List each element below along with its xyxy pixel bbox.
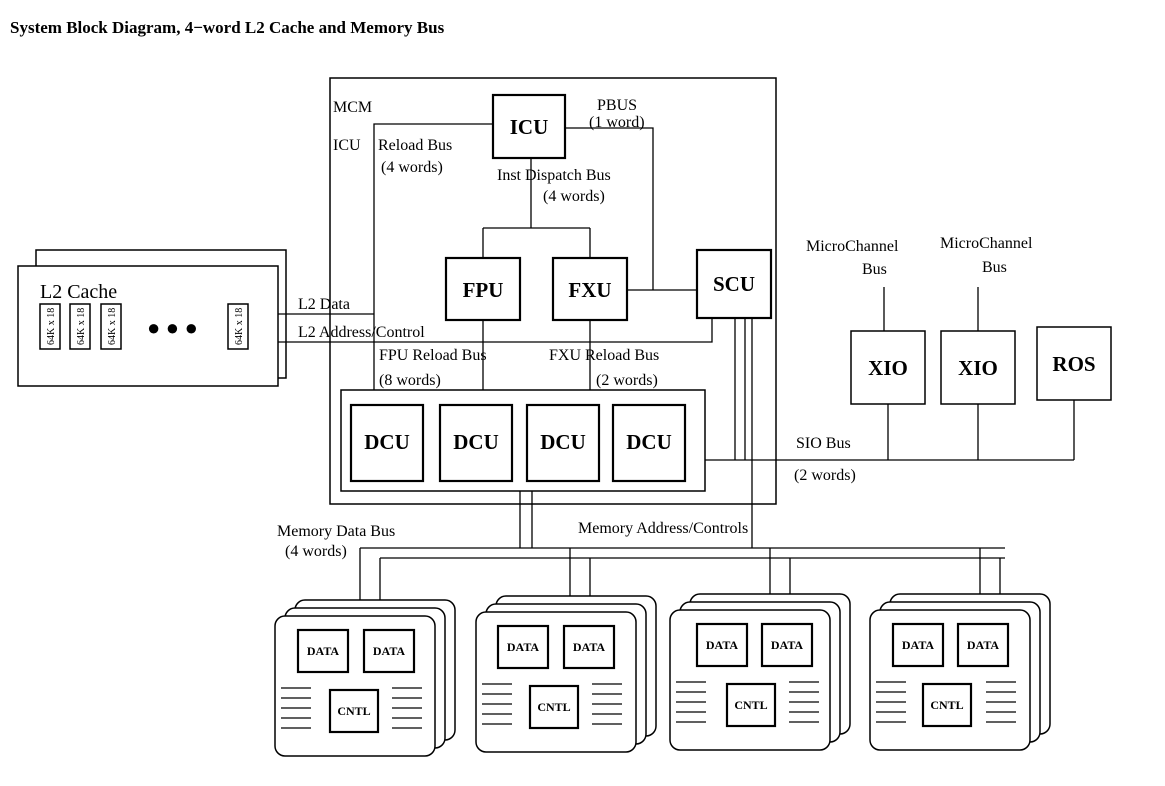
icu-label: ICU: [510, 115, 549, 139]
memory-card-1-data-b-label: DATA: [373, 644, 406, 658]
scu-unit: [695, 248, 773, 320]
icu-reload-label: Reload Bus: [378, 137, 452, 154]
dcu-memory-drops: [519, 491, 533, 548]
dcu-unit-2: [438, 403, 514, 483]
l2-chip-1: 64K x 18: [39, 303, 61, 350]
l2-chip-4: 64K x 18: [227, 303, 249, 350]
memory-card-3: DATA DATA CNTL: [669, 593, 851, 751]
l2-chip-label-1: 64K x 18: [46, 308, 57, 345]
memory-card-3-data-b: [760, 622, 814, 668]
memory-card-2-data-a-label: DATA: [507, 640, 540, 654]
microchannel-label-1: MicroChannel: [806, 238, 899, 255]
microchannel-bus-label-1: Bus: [862, 261, 887, 278]
memory-card-1-cntl: [328, 688, 380, 734]
sio-bus-label: SIO Bus: [796, 435, 851, 452]
l2-chip-label-3: 64K x 18: [107, 308, 118, 345]
l2-address-line: [278, 318, 713, 343]
memory-card-3-cntl-label: CNTL: [734, 698, 767, 712]
sio-bus-width: (2 words): [794, 467, 856, 484]
xio-label-1: XIO: [868, 356, 908, 380]
memory-data-bus-label: Memory Data Bus: [277, 523, 395, 540]
icu-unit: [491, 93, 567, 160]
dcu-unit-4: [611, 403, 687, 483]
memory-card-2-cntl-label: CNTL: [537, 700, 570, 714]
xio-unit-2: [940, 330, 1016, 405]
memory-card-4-cntl: [921, 682, 973, 728]
fpu-unit: [444, 256, 522, 322]
memory-card-4-data-b: [956, 622, 1010, 668]
inst-dispatch-width: (4 words): [543, 188, 605, 205]
ros-label: ROS: [1052, 352, 1095, 376]
memory-card-3-data-a: [695, 622, 749, 668]
memory-card-2-cntl: [528, 684, 580, 730]
memory-card-1-data-b: [362, 628, 416, 674]
memory-card-3-data-b-label: DATA: [771, 638, 804, 652]
memory-card-3-cntl: [725, 682, 777, 728]
microchannel-lines: [883, 287, 979, 331]
memory-address-label: Memory Address/Controls: [578, 520, 748, 537]
memory-card-drops: [359, 548, 1001, 600]
l2-address-label: L2 Address/Control: [298, 324, 425, 341]
diagram-title: System Block Diagram, 4−word L2 Cache an…: [10, 18, 445, 37]
fxu-reload-width: (2 words): [596, 372, 658, 389]
l2-chip-label-4: 64K x 18: [234, 308, 245, 345]
dcu-label-2: DCU: [453, 430, 499, 454]
icu-reload-prefix: ICU: [333, 137, 361, 154]
l2-chip-2: 64K x 18: [69, 303, 91, 350]
pbus-label: PBUS: [597, 97, 637, 114]
memory-card-4-cntl-label: CNTL: [930, 698, 963, 712]
memory-card-4: DATA DATA CNTL: [869, 593, 1051, 751]
microchannel-label-2: MicroChannel: [940, 235, 1033, 252]
scu-vertical-lines: [734, 318, 753, 548]
dcu-unit-3: [525, 403, 601, 483]
memory-card-4-data-b-label: DATA: [967, 638, 1000, 652]
fpu-reload-width: (8 words): [379, 372, 441, 389]
dcu-unit-1: [349, 403, 425, 483]
l2-data-label: L2 Data: [298, 296, 350, 313]
dcu-label-3: DCU: [540, 430, 586, 454]
memory-card-1-data-a: [296, 628, 350, 674]
inst-dispatch-bus-line: [482, 158, 591, 258]
pbus-line: [565, 127, 654, 290]
memory-card-1-data-a-label: DATA: [307, 644, 340, 658]
sio-drops: [887, 400, 1075, 460]
ros-unit: [1036, 326, 1112, 401]
dcu-label-1: DCU: [364, 430, 410, 454]
inst-dispatch-label: Inst Dispatch Bus: [497, 167, 611, 184]
fpu-reload-label: FPU Reload Bus: [379, 347, 487, 364]
l2-cache-label: L2 Cache: [40, 281, 117, 303]
fpu-label: FPU: [463, 278, 504, 302]
memory-data-bus-width: (4 words): [285, 543, 347, 560]
memory-card-2: DATA DATA CNTL: [475, 595, 657, 753]
memory-card-4-data-a-label: DATA: [902, 638, 935, 652]
memory-card-2-data-a: [496, 624, 550, 670]
scu-label: SCU: [713, 272, 755, 296]
memory-card-1-cntl-label: CNTL: [337, 704, 370, 718]
icu-reload-width: (4 words): [381, 159, 443, 176]
xio-label-2: XIO: [958, 356, 998, 380]
memory-bus-lines: [360, 547, 1005, 559]
fxu-unit: [551, 256, 629, 322]
memory-card-4-data-a: [891, 622, 945, 668]
memory-card-2-data-b-label: DATA: [573, 640, 606, 654]
memory-card-1: DATA DATA CNTL: [274, 599, 456, 757]
mcm-label: MCM: [333, 99, 372, 116]
microchannel-bus-label-2: Bus: [982, 259, 1007, 276]
fxu-reload-label: FXU Reload Bus: [549, 347, 659, 364]
memory-card-2-data-b: [562, 624, 616, 670]
dcu-label-4: DCU: [626, 430, 672, 454]
fxu-label: FXU: [568, 278, 611, 302]
icu-reload-bus-line: [373, 123, 495, 390]
l2-chip-ellipsis: ● ● ●: [147, 315, 198, 340]
l2-chip-3: 64K x 18: [100, 303, 122, 350]
memory-card-3-data-a-label: DATA: [706, 638, 739, 652]
xio-unit-1: [850, 330, 926, 405]
l2-chip-label-2: 64K x 18: [76, 308, 87, 345]
pbus-width: (1 word): [589, 114, 645, 131]
